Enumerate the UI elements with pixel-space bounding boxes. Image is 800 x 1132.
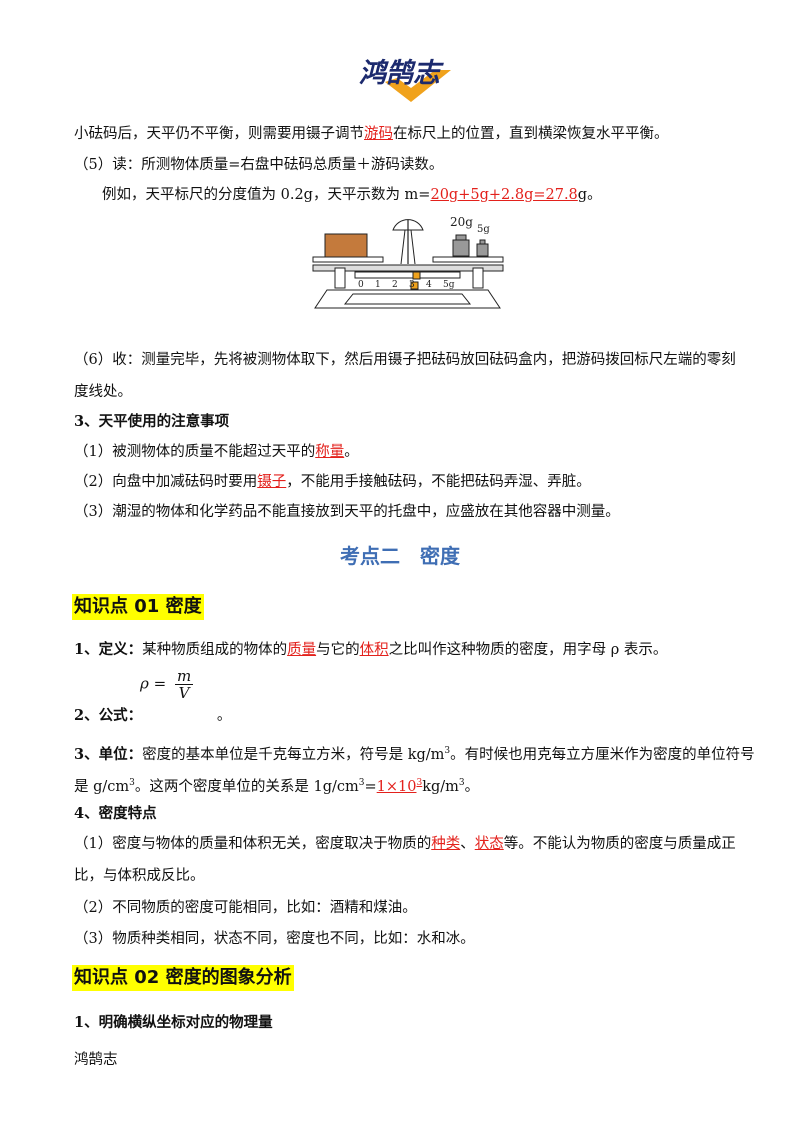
logo: 鸿鹄志 xyxy=(359,58,451,102)
svg-text:2: 2 xyxy=(392,280,398,290)
feature-item: 比，与体积成反比。 xyxy=(74,868,205,884)
note-item: （1）被测物体的质量不能超过天平的称量。 xyxy=(74,444,359,460)
unit-relation: 是 g/cm3。这两个密度单位的关系是 1g/cm3=1×103kg/m3。 xyxy=(74,778,480,795)
example-line: 例如，天平标尺的分度值为 0.2g，天平示数为 m=20g+5g+2.8g=27… xyxy=(102,187,602,203)
svg-text:3: 3 xyxy=(409,280,415,290)
note-item: （3）潮湿的物体和化学药品不能直接放到天平的托盘中，应盛放在其他容器中测量。 xyxy=(74,504,620,520)
graph-heading: 1、明确横纵坐标对应的物理量 xyxy=(74,1014,273,1031)
svg-text:20g: 20g xyxy=(450,215,473,229)
formula-label: 2、公式：。 xyxy=(74,707,232,724)
svg-text:鸿鹄志: 鸿鹄志 xyxy=(359,58,444,89)
feature-item: （3）物质种类相同，状态不同，密度也不同，比如：水和冰。 xyxy=(74,931,475,947)
svg-text:5g: 5g xyxy=(443,280,455,290)
section-title: 考点二 密度 xyxy=(340,544,460,568)
footer-text: 鸿鹄志 xyxy=(74,1052,118,1068)
feature-item: （2）不同物质的密度可能相同，比如：酒精和煤油。 xyxy=(74,900,417,916)
knowledge-point-title: 知识点 02 密度的图象分析 xyxy=(72,965,294,991)
para-line: 小砝码后，天平仍不平衡，则需要用镊子调节游码在标尺上的位置，直到横梁恢复水平平衡… xyxy=(74,126,669,142)
svg-text:4: 4 xyxy=(426,280,432,290)
svg-text:5g: 5g xyxy=(477,224,490,235)
definition: 1、定义：某种物质组成的物体的质量与它的体积之比叫作这种物质的密度，用字母 ρ … xyxy=(74,641,668,658)
feature-item: （1）密度与物体的质量和体积无关，密度取决于物质的种类、状态等。不能认为物质的密… xyxy=(74,836,736,852)
notes-heading: 3、天平使用的注意事项 xyxy=(74,413,230,430)
knowledge-point-title: 知识点 01 密度 xyxy=(72,594,204,620)
para-line: 度线处。 xyxy=(74,384,132,400)
read-step: （5）读：所测物体质量=右盘中砝码总质量＋游码读数。 xyxy=(74,157,444,173)
svg-text:0: 0 xyxy=(358,280,364,290)
collect-step: （6）收：测量完毕，先将被测物体取下，然后用镊子把砝码放回砝码盒内，把游码拨回标… xyxy=(74,352,736,368)
unit-line: 3、单位：密度的基本单位是千克每立方米，符号是 kg/m3。有时候也用克每立方厘… xyxy=(74,745,755,763)
note-item: （2）向盘中加减砝码时要用镊子，不能用手接触砝码，不能把砝码弄湿、弄脏。 xyxy=(74,474,591,490)
features-heading: 4、密度特点 xyxy=(74,805,157,822)
balance-figure: 20g 5g 0 1 2 3 4 5g xyxy=(312,215,504,309)
svg-text:1: 1 xyxy=(375,280,381,290)
